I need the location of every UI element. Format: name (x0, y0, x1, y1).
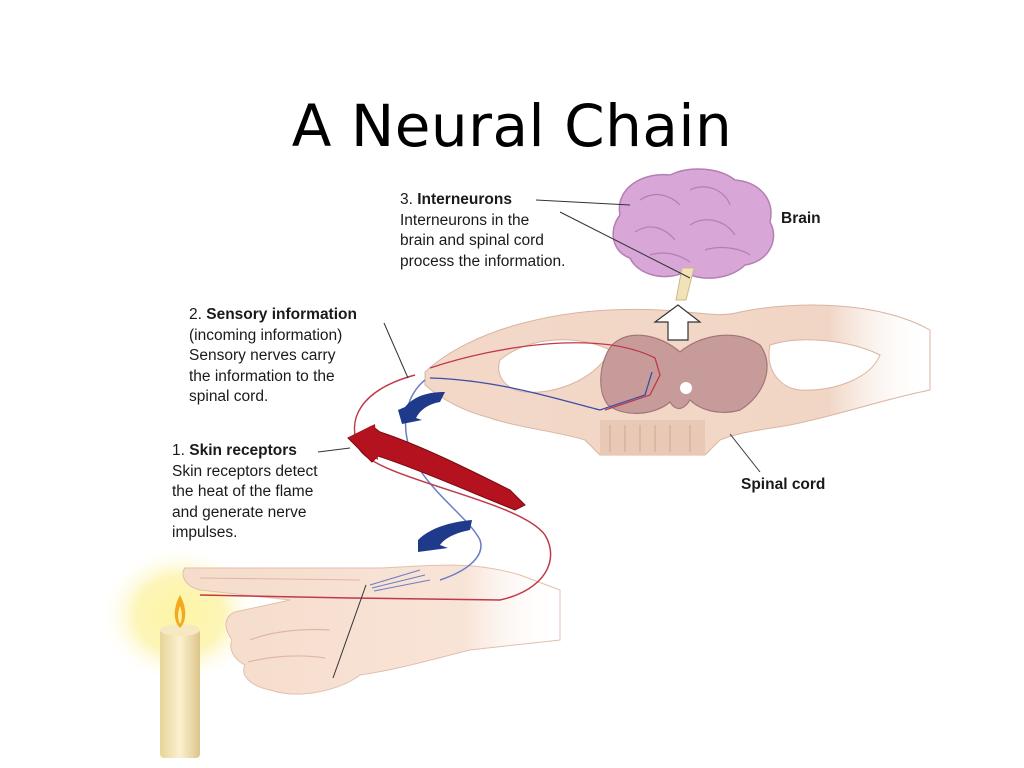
label-line: and generate nerve (172, 503, 307, 521)
label-line: process the information. (400, 252, 566, 270)
brain-icon (612, 168, 775, 301)
label-line: spinal cord. (189, 388, 269, 405)
label-line: Skin receptors detect (172, 462, 318, 480)
label-line: Sensory nerves carry (189, 347, 336, 364)
motor-arrow-lower (418, 520, 472, 552)
spinal-cord-cross-section (424, 304, 931, 473)
label-number: 1. (172, 442, 185, 459)
skin-receptors-label: 1. Skin receptors Skin receptors detect … (172, 441, 318, 544)
label-line: impulses. (172, 524, 238, 541)
hand-icon (182, 564, 561, 695)
label-line: Interneurons in the (400, 211, 530, 229)
sensory-nerve (199, 374, 552, 601)
label-line: the heat of the flame (172, 483, 314, 500)
brain-label: Brain (781, 210, 821, 227)
label-heading: Skin receptors (189, 442, 297, 459)
sensory-arrow (347, 425, 526, 511)
label-line: brain and spinal cord (400, 232, 544, 249)
motor-arrow-upper (398, 392, 445, 424)
label-heading: Interneurons (417, 191, 512, 208)
label-line: (incoming information) (189, 326, 343, 344)
spinal-cord-label: Spinal cord (741, 476, 826, 493)
label-heading: Sensory information (206, 306, 357, 323)
label-line: the information to the (189, 367, 335, 385)
label-number: 3. (400, 191, 413, 208)
label-number: 2. (189, 306, 202, 323)
upward-arrow-icon (653, 304, 702, 341)
sensory-information-label: 2. Sensory information (incoming informa… (189, 305, 357, 408)
slide-title: A Neural Chain (291, 92, 733, 160)
interneurons-label: 3. Interneurons Interneurons in the brai… (400, 190, 565, 272)
